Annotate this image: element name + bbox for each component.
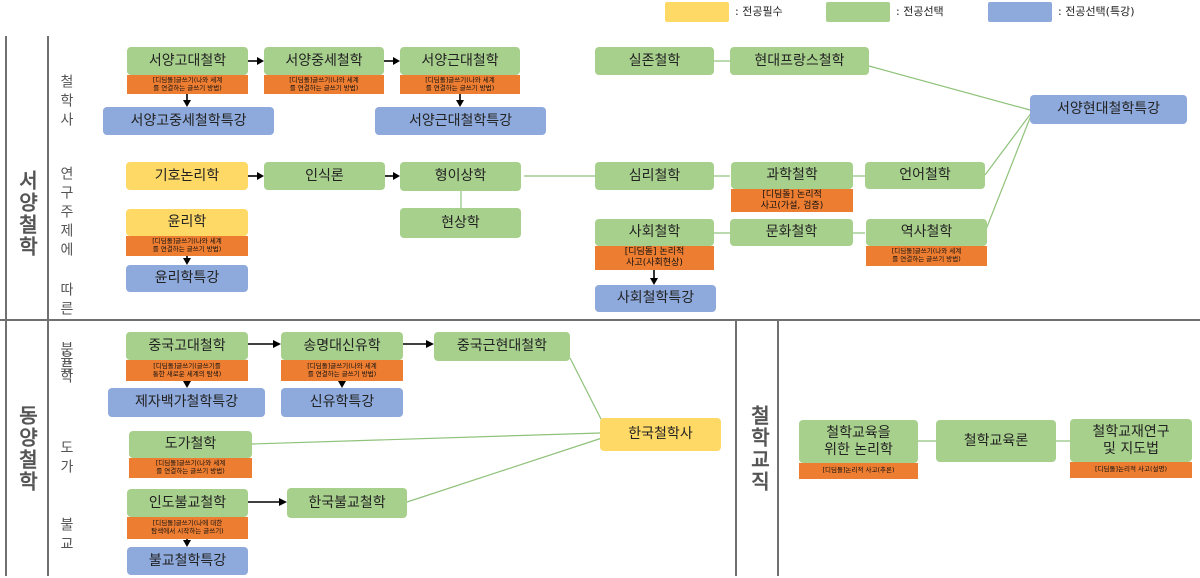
note-taoism: [디딤돌]글쓰기(나와 세계 를 연결하는 글쓰기 방법)	[129, 458, 252, 478]
note-western-ancient: [디딤돌]글쓰기(나와 세계 를 연결하는 글쓰기 방법)	[127, 75, 248, 94]
course-ethics: 윤리학	[126, 209, 248, 236]
note-chinese-ancient: [디딤돌]글쓰기(글쓰기를 통한 새로운 세계의 탐색)	[126, 360, 248, 381]
note-western-modern: [디딤돌]글쓰기(나와 세계 를 연결하는 글쓰기 방법)	[400, 75, 520, 94]
subsection-buddhist: 불교	[58, 517, 74, 555]
course-philosophy-education-theory: 철학교육론	[936, 420, 1056, 462]
legend-special-swatch	[988, 2, 1052, 22]
course-neo-confucian-special: 신유학특강	[281, 388, 403, 417]
course-buddhism-special: 불교철학특강	[127, 547, 248, 575]
course-philosophy-textbook-research: 철학교재연구 및 지도법	[1070, 419, 1192, 462]
course-philosophy-of-science: 과학철학	[731, 162, 853, 189]
course-modern-special: 서양근대철학특강	[375, 107, 546, 135]
note-songming-neo-confucianism: [디딤돌]글쓰기(나와 세계 를 연결하는 글쓰기 방법)	[281, 360, 403, 381]
note-philosophy-of-science: [디딤돌] 논리적 사고(가설, 검증)	[731, 189, 853, 212]
course-logic-for-philosophy-education: 철학교육을 위한 논리학	[799, 420, 918, 463]
subsection-history: 철학사	[58, 74, 74, 131]
section-teaching: 철학교직	[747, 405, 771, 493]
legend-elective-swatch	[826, 2, 890, 22]
legend-special-label: : 전공선택(특강)	[1058, 5, 1135, 18]
course-western-ancient: 서양고대철학	[127, 47, 248, 75]
grid-lines	[0, 36, 1200, 576]
note-western-medieval: [디딤돌]글쓰기(나와 세계 를 연결하는 글쓰기 방법)	[264, 75, 384, 94]
course-indian-buddhism: 인도불교철학	[127, 489, 248, 517]
course-korean-buddhism: 한국불교철학	[287, 488, 407, 518]
course-social-philosophy: 사회철학	[595, 219, 714, 246]
course-metaphysics: 형이상학	[400, 162, 521, 191]
course-social-special: 사회철학특강	[595, 285, 716, 312]
course-western-medieval: 서양중세철학	[264, 47, 384, 75]
note-philosophy-of-history: [디딤돌]글쓰기(나와 세계 를 연결하는 글쓰기 방법)	[866, 246, 987, 266]
note-logic-for-philosophy-education: [디딤돌]논리적 사고(추론)	[799, 463, 918, 479]
course-philosophy-of-mind: 심리철학	[595, 162, 714, 190]
course-korean-philosophy-history: 한국철학사	[600, 418, 721, 451]
subsection-topics: 연구주제에 따른 분류	[58, 166, 74, 379]
course-existential: 실존철학	[595, 47, 714, 75]
note-philosophy-textbook-research: [디딤돌]논리적 사고(설명)	[1070, 462, 1192, 478]
course-philosophy-of-history: 역사철학	[866, 219, 987, 246]
course-chinese-modern: 중국근현대철학	[434, 332, 570, 361]
course-french: 현대프랑스철학	[730, 47, 869, 75]
subsection-confucian: 유학	[58, 350, 74, 388]
section-eastern: 동양철학	[15, 405, 39, 493]
course-chinese-ancient: 중국고대철학	[126, 332, 248, 360]
note-social-philosophy: [디딤돌] 논리적 사고(사회현상)	[595, 246, 714, 270]
course-phenomenology: 현상학	[400, 208, 521, 238]
course-songming-neo-confucianism: 송명대신유학	[281, 332, 403, 360]
subsection-taoist: 도가	[58, 440, 74, 478]
course-ethics-special: 윤리학특강	[126, 265, 248, 292]
course-philosophy-of-language: 언어철학	[865, 162, 985, 189]
note-ethics: [디딤돌]글쓰기(나와 세계 를 연결하는 글쓰기 방법)	[126, 236, 248, 256]
course-contemporary-special: 서양현대철학특강	[1030, 95, 1187, 124]
course-western-modern: 서양근대철학	[400, 47, 520, 75]
arrow-heads	[183, 57, 658, 547]
course-epistemology: 인식론	[264, 162, 385, 190]
relation-lines	[251, 60, 1070, 503]
legend-elective-label: : 전공선택	[896, 5, 944, 18]
course-ancmed-special: 서양고중세철학특강	[103, 107, 274, 135]
arrow-lines	[186, 60, 655, 542]
course-philosophy-of-culture: 문화철학	[730, 219, 853, 246]
note-indian-buddhism: [디딤돌]글쓰기(나에 대한 탐색에서 시작하는 글쓰기)	[127, 517, 248, 539]
section-western: 서양철학	[15, 170, 39, 258]
course-logic: 기호논리학	[126, 162, 248, 190]
legend-required-label: : 전공필수	[735, 5, 783, 18]
legend-required-swatch	[665, 2, 729, 22]
course-taoism: 도가철학	[129, 431, 252, 458]
course-hundred-schools-special: 제자백가철학특강	[108, 388, 265, 417]
